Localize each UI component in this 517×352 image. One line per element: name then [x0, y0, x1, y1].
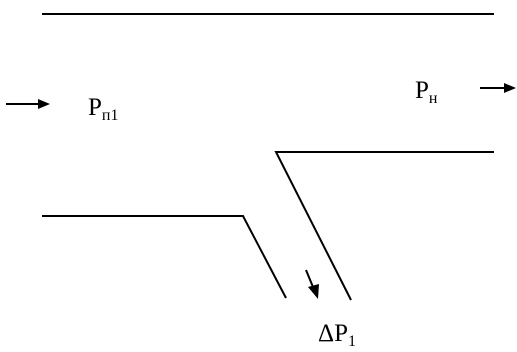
inlet-pressure-label: Pп1 — [88, 94, 118, 124]
outlet-pressure-label: Pн — [415, 77, 438, 107]
main-pipe-bottom-wall — [42, 215, 287, 299]
branch-flow-arrow — [305, 269, 319, 299]
inlet-flow-arrow — [6, 99, 50, 109]
branch-upper-wall — [274, 151, 494, 301]
outlet-flow-arrow — [480, 83, 516, 93]
pressure-drop-label: ΔP1 — [318, 320, 356, 350]
